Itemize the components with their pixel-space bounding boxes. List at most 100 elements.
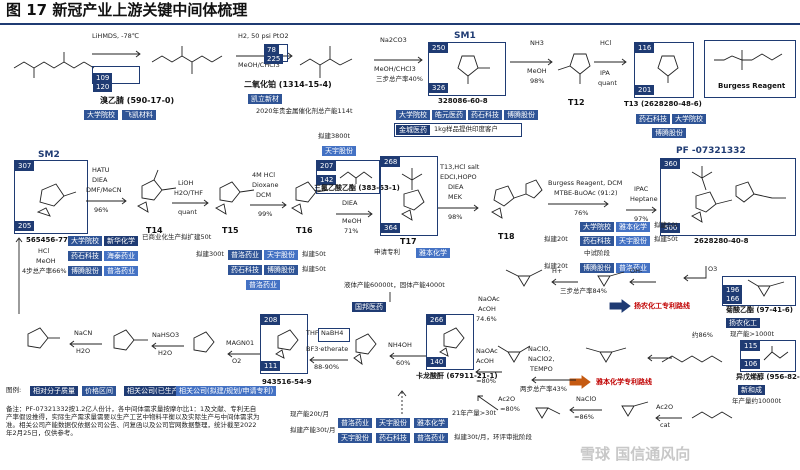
reagent-naclo-2: NaClO: [576, 395, 597, 403]
lactone-structure: [535, 407, 561, 419]
c943-cas: 943516-54-9: [262, 378, 312, 386]
ketone-structure: [621, 401, 649, 417]
yield-74-6: 74.6%: [476, 315, 497, 323]
note-planned-3800t: 拟建3800t: [318, 132, 351, 140]
tag-yaoshi-5: 药石科技: [228, 265, 262, 276]
reagent-nh4oh: NH4OH: [388, 341, 412, 349]
yield-86-1: 约86%: [692, 331, 713, 339]
burgess-label: Burgess Reagent: [718, 82, 786, 90]
tag-puluo-1: 普洛药业: [104, 266, 138, 277]
bromoacetonitrile-price: 120: [93, 82, 113, 93]
reagent-lioh: LiOH: [178, 179, 194, 187]
note-planned-50t-2: 拟建50t: [654, 235, 678, 243]
intermediate-ozonide-structure: [597, 271, 625, 287]
reagent-dioxane: Dioxane: [252, 181, 279, 189]
arrow-9: [336, 210, 373, 218]
sm1-weight: 250: [429, 43, 449, 54]
tag-tianyu-3: 天宇股份: [264, 250, 298, 261]
arrow-16: [227, 350, 260, 358]
note-annual-10000t: 年产量约10000t: [732, 397, 782, 405]
kad-structure: [439, 327, 465, 357]
note-capacity-20t-month: 现产能20t/月: [290, 410, 330, 418]
diacid-2-structure: [497, 345, 531, 363]
dashed-link-kad: [397, 390, 407, 414]
tag-puluo-5: 普洛药业: [338, 418, 372, 429]
arrow-4: [510, 58, 553, 66]
yield-three-step-84: 三步总产率84%: [560, 287, 607, 295]
t17-box: [380, 156, 438, 236]
tag-kaili: 凯立新材: [248, 94, 282, 105]
pf-price: 500: [661, 223, 681, 234]
arrow-27: [655, 414, 682, 422]
c956-weight: 115: [741, 341, 761, 352]
tag-yaben-1: 雅本化学: [416, 248, 450, 259]
yield-86-2: ≈86%: [574, 413, 594, 421]
tag-puluo-2: 普洛药业: [616, 263, 650, 274]
t13-box: [634, 42, 694, 98]
sm1-label: SM1: [454, 31, 476, 41]
quant-1: quant: [598, 79, 617, 87]
arrow-13-up: [15, 237, 23, 314]
t17-structure: [401, 168, 425, 221]
bis-ester-structure: [661, 355, 723, 363]
kad-label: 卡龙酸酐 (67911-21-1): [416, 372, 498, 380]
reagent-h2o-1: H2O: [76, 347, 91, 355]
note-planned-50t-4: 拟建50t: [302, 265, 326, 273]
arrow-1: [92, 50, 141, 58]
arrow-21: [683, 266, 707, 282]
t13-structure: [657, 55, 679, 83]
tfa-box: [316, 160, 380, 194]
arrow-25: [477, 395, 499, 411]
yield-99: 99%: [258, 210, 273, 218]
reagent-burgess-dcm: Burgess Reagent, DCM: [548, 179, 623, 187]
t14-label: T14: [146, 226, 163, 235]
arrow-12: [626, 206, 657, 214]
arrow-8: [250, 201, 287, 209]
bromoacetonitrile-label: 溴乙腈 (590-17-0): [100, 96, 175, 105]
tag-yaoshi-1: 药石科技: [468, 110, 502, 121]
c97-price: 166: [723, 294, 743, 305]
tag-yaoshi-4: 药石科技: [580, 236, 614, 247]
reagent-o2: O2: [232, 357, 242, 365]
pto2-weight: 78: [264, 45, 279, 56]
note-pt-capacity: 2020年贵金属催化剂总产能114t: [256, 107, 353, 115]
reagent-diea-2: DIEA: [342, 199, 358, 207]
yield-76: 76%: [574, 209, 589, 217]
note-1kg-sample: 1kg样品提供印度客户: [434, 125, 499, 133]
burgess-structure: [714, 50, 783, 70]
sm2-cas: 565456-77-1: [26, 236, 76, 244]
c956-label: 异戊烯醇 (956-82-1): [736, 373, 800, 381]
note-commercial-50t: 已商业化生产拟扩建50t: [142, 233, 212, 241]
note-capacity-1000t: 现产能>1000t: [730, 330, 775, 338]
note-patent-apply: 申请专利: [374, 248, 400, 256]
c97-label: 菊酸乙酯 (97-41-6): [726, 306, 793, 314]
sm2-price: 205: [15, 221, 35, 232]
yield-80-2: ≈80%: [500, 405, 520, 413]
pf-label: PF -07321332: [676, 146, 746, 156]
legend-price: 价格区间: [82, 386, 116, 397]
note-planned-30t-eia: 拟建30t/月，环评审批阶段: [454, 433, 533, 441]
t15-structure: [215, 181, 255, 215]
tag-feikai: 飞凯材料: [122, 110, 156, 121]
t16-label: T16: [296, 226, 313, 235]
arrow-6: [86, 197, 127, 205]
t18-structure: [491, 179, 543, 219]
pf-weight: 360: [661, 159, 681, 170]
reagent-cat: cat: [660, 421, 671, 429]
reagent-mek: MEK: [448, 193, 462, 201]
t14-structure: [137, 169, 177, 213]
reagent-lihmds: LiHMDS, -78℃: [92, 32, 140, 40]
t13-price: 201: [635, 85, 655, 96]
tag-tianyu-1: 天宇股份: [322, 146, 356, 157]
intermediate-2-structure: [299, 46, 353, 78]
reagent-naoac-1: NaOAc: [478, 295, 500, 303]
reagent-4m-hcl: 4M HCl: [252, 171, 276, 179]
reagent-meoh-1: MeOH: [527, 67, 547, 75]
yangnong-route-label: 扬农化工专利路线: [634, 302, 690, 310]
tag-yaben-2: 雅本化学: [616, 222, 650, 233]
tag-puluo-6: 普洛药业: [414, 433, 448, 444]
yield-four-step-66: 4步总产率66%: [22, 267, 67, 275]
legend-produced: 相关公司(已生产): [124, 386, 185, 397]
arrow-14: [69, 340, 102, 348]
tag-yaben-3: 雅本化学: [414, 418, 448, 429]
